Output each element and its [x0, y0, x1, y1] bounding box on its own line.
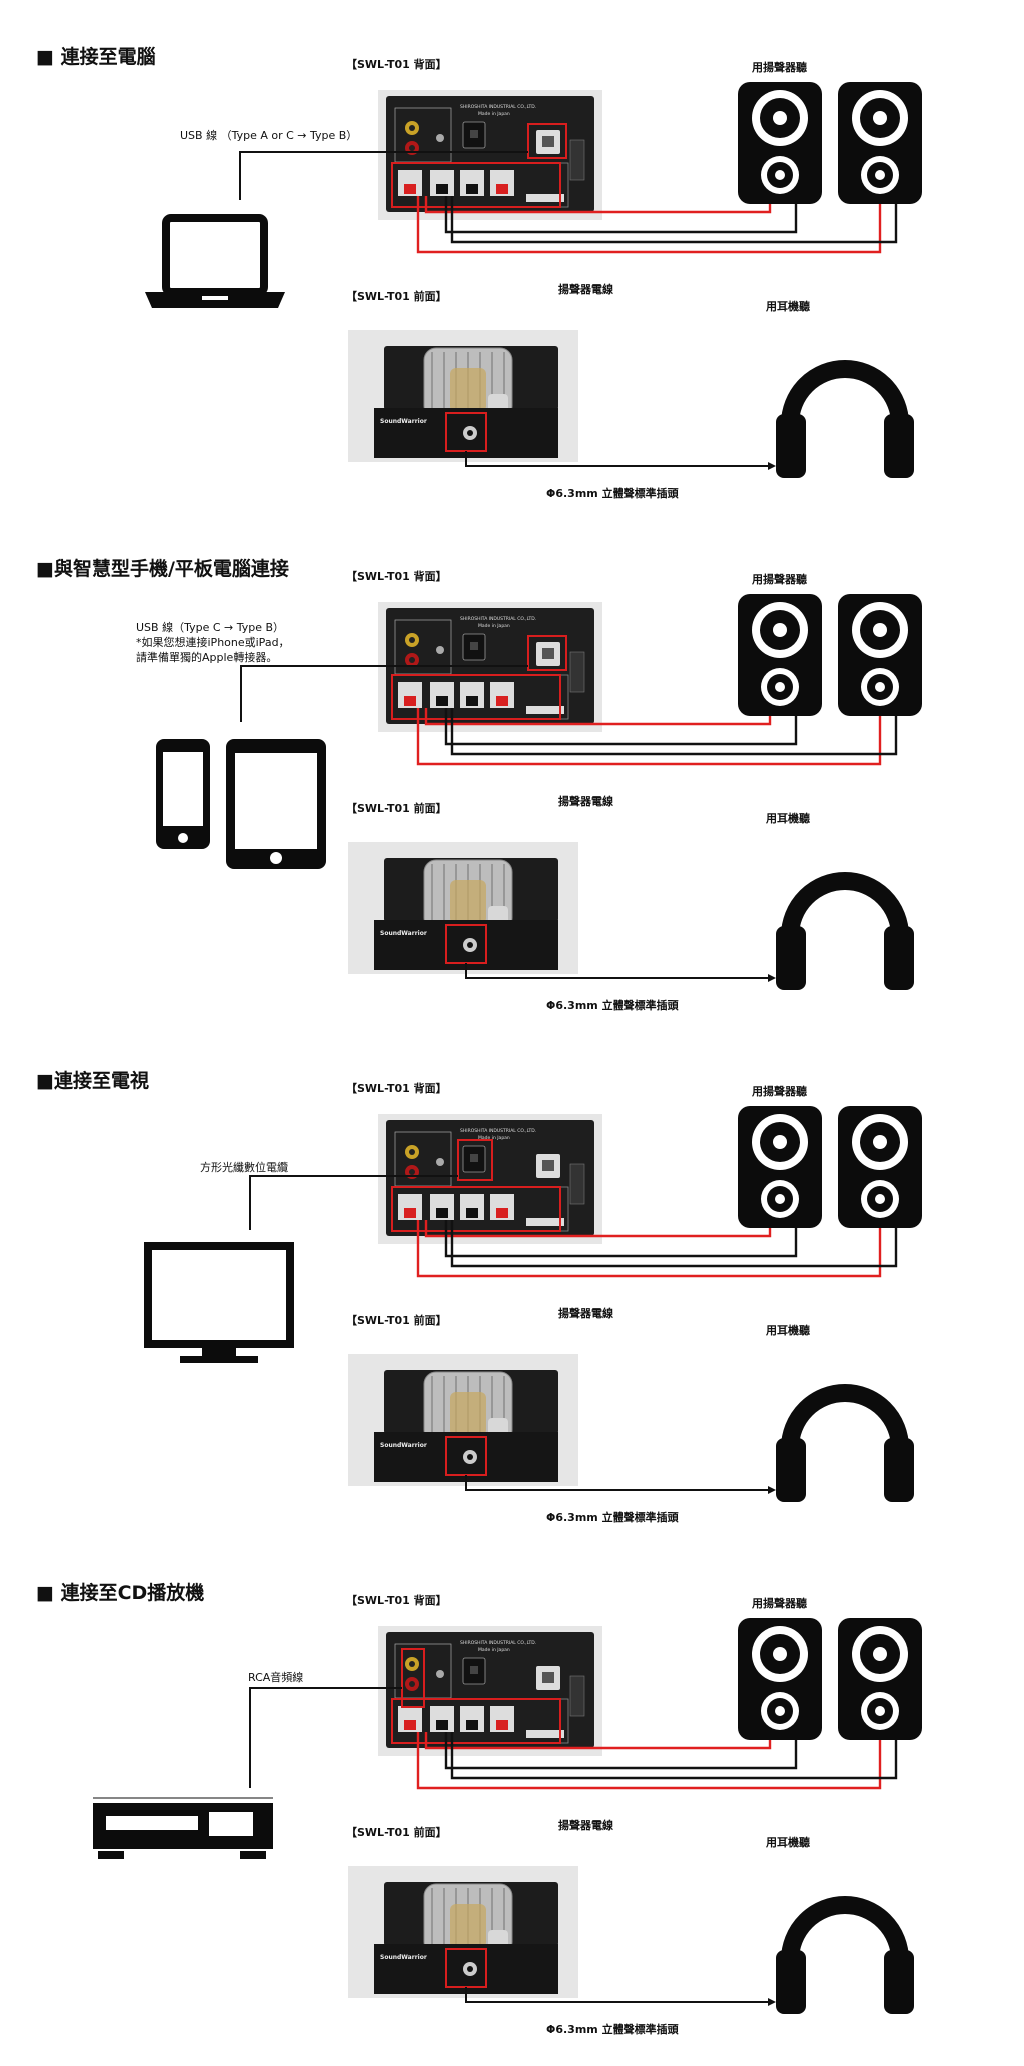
headphone-listen-label: 用耳機聽 — [766, 1834, 810, 1850]
front-panel-label: 【SWL-T01 前面】 — [346, 1824, 447, 1840]
plug-label: Φ6.3mm 立體聲標準插頭 — [546, 2021, 679, 2037]
left-speaker-icon — [738, 82, 822, 204]
speaker-listen-label: 用揚聲器聽 — [752, 1595, 807, 1611]
speaker-wire-label: 揚聲器電線 — [558, 1305, 613, 1321]
wiring-diagram: SHIROSHITA INDUSTRIAL CO.,LTD.Made in Ja… — [0, 512, 1024, 1022]
headphones-icon — [776, 369, 914, 478]
plug-label: Φ6.3mm 立體聲標準插頭 — [546, 485, 679, 501]
headphones-icon — [776, 1393, 914, 1502]
speaker-wire-label: 揚聲器電線 — [558, 1817, 613, 1833]
cable-note-line: 請準備單獨的Apple轉接器。 — [136, 650, 290, 665]
section-title: ■ 連接至CD播放機 — [36, 1578, 204, 1605]
maker-text: SHIROSHITA INDUSTRIAL CO.,LTD. — [460, 104, 536, 110]
made-in-text: Made in Japan — [478, 111, 510, 117]
right-speaker-icon — [838, 594, 922, 716]
brand-logo: SoundWarrior — [380, 930, 427, 937]
maker-text: SHIROSHITA INDUSTRIAL CO.,LTD. — [460, 1128, 536, 1134]
plug-label: Φ6.3mm 立體聲標準插頭 — [546, 997, 679, 1013]
section-title: ■ 連接至電腦 — [36, 42, 156, 69]
laptop-icon — [145, 218, 285, 308]
cable-note-line: USB 線（Type C → Type B） — [136, 620, 290, 635]
phone-tablet-icon — [156, 739, 326, 869]
speaker-wire-label: 揚聲器電線 — [558, 793, 613, 809]
headphone-listen-label: 用耳機聽 — [766, 298, 810, 314]
right-speaker-icon — [838, 1618, 922, 1740]
maker-text: SHIROSHITA INDUSTRIAL CO.,LTD. — [460, 616, 536, 622]
connection-section-1: SHIROSHITA INDUSTRIAL CO.,LTD.Made in Ja… — [0, 0, 1024, 510]
headphone-listen-label: 用耳機聽 — [766, 1322, 810, 1338]
headphone-arrow — [768, 1998, 776, 2006]
cable-note: RCA音頻線 — [248, 1670, 303, 1685]
maker-text: SHIROSHITA INDUSTRIAL CO.,LTD. — [460, 1640, 536, 1646]
rear-panel-label: 【SWL-T01 背面】 — [346, 56, 447, 72]
cable-note-line: *如果您想連接iPhone或iPad， — [136, 635, 290, 650]
amp-front-panel: SoundWarrior — [348, 1354, 578, 1486]
cable-note: USB 線（Type C → Type B）*如果您想連接iPhone或iPad… — [136, 620, 290, 665]
headphones-icon — [776, 881, 914, 990]
rear-panel-label: 【SWL-T01 背面】 — [346, 568, 447, 584]
left-speaker-icon — [738, 594, 822, 716]
headphone-arrow — [768, 462, 776, 470]
amp-rear-panel: SHIROSHITA INDUSTRIAL CO.,LTD.Made in Ja… — [378, 1114, 602, 1244]
wiring-diagram: SHIROSHITA INDUSTRIAL CO.,LTD.Made in Ja… — [0, 1536, 1024, 2046]
made-in-text: Made in Japan — [478, 623, 510, 629]
cd-player-icon — [93, 1798, 273, 1859]
connection-section-2: SHIROSHITA INDUSTRIAL CO.,LTD.Made in Ja… — [0, 512, 1024, 1022]
front-panel-label: 【SWL-T01 前面】 — [346, 1312, 447, 1328]
amp-front-panel: SoundWarrior — [348, 842, 578, 974]
tv-icon — [148, 1246, 290, 1363]
speaker-listen-label: 用揚聲器聽 — [752, 1083, 807, 1099]
speaker-wire-label: 揚聲器電線 — [558, 281, 613, 297]
cable-note-line: USB 線 （Type A or C → Type B） — [180, 128, 357, 143]
made-in-text: Made in Japan — [478, 1647, 510, 1653]
rear-panel-label: 【SWL-T01 背面】 — [346, 1592, 447, 1608]
cable-note: 方形光纖數位電纜 — [200, 1160, 288, 1175]
section-title: ■連接至電視 — [36, 1066, 149, 1093]
speaker-listen-label: 用揚聲器聽 — [752, 59, 807, 75]
front-panel-label: 【SWL-T01 前面】 — [346, 800, 447, 816]
right-speaker-icon — [838, 1106, 922, 1228]
wiring-diagram: SHIROSHITA INDUSTRIAL CO.,LTD.Made in Ja… — [0, 0, 1024, 510]
plug-label: Φ6.3mm 立體聲標準插頭 — [546, 1509, 679, 1525]
section-title: ■與智慧型手機/平板電腦連接 — [36, 554, 289, 581]
right-speaker-icon — [838, 82, 922, 204]
amp-front-panel: SoundWarrior — [348, 1866, 578, 1998]
headphones-icon — [776, 1905, 914, 2014]
amp-front-panel: SoundWarrior — [348, 330, 578, 462]
speaker-listen-label: 用揚聲器聽 — [752, 571, 807, 587]
cable-note-line: 方形光纖數位電纜 — [200, 1160, 288, 1175]
headphone-arrow — [768, 1486, 776, 1494]
amp-rear-panel: SHIROSHITA INDUSTRIAL CO.,LTD.Made in Ja… — [378, 1626, 602, 1756]
brand-logo: SoundWarrior — [380, 418, 427, 425]
brand-logo: SoundWarrior — [380, 1442, 427, 1449]
cable-note-line: RCA音頻線 — [248, 1670, 303, 1685]
headphone-arrow — [768, 974, 776, 982]
connection-section-4: SHIROSHITA INDUSTRIAL CO.,LTD.Made in Ja… — [0, 1536, 1024, 2046]
cable-note: USB 線 （Type A or C → Type B） — [180, 128, 357, 143]
amp-rear-panel: SHIROSHITA INDUSTRIAL CO.,LTD.Made in Ja… — [378, 90, 602, 220]
left-speaker-icon — [738, 1106, 822, 1228]
brand-logo: SoundWarrior — [380, 1954, 427, 1961]
rear-panel-label: 【SWL-T01 背面】 — [346, 1080, 447, 1096]
front-panel-label: 【SWL-T01 前面】 — [346, 288, 447, 304]
left-speaker-icon — [738, 1618, 822, 1740]
wiring-diagram: SHIROSHITA INDUSTRIAL CO.,LTD.Made in Ja… — [0, 1024, 1024, 1534]
connection-section-3: SHIROSHITA INDUSTRIAL CO.,LTD.Made in Ja… — [0, 1024, 1024, 1534]
headphone-listen-label: 用耳機聽 — [766, 810, 810, 826]
